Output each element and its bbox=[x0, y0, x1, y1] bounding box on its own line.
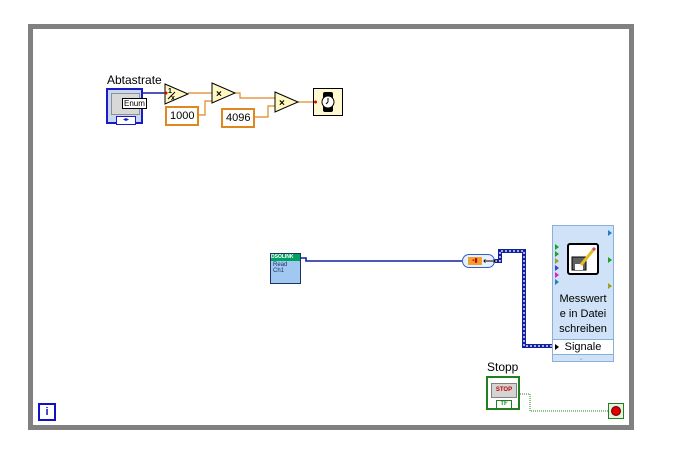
stop-button-face: STOP bbox=[491, 383, 517, 398]
dsolink-header: DSOLINK bbox=[271, 254, 300, 261]
express-vi-title: Messwert e in Datei schreiben bbox=[559, 293, 607, 335]
input-terminal-icon bbox=[555, 272, 559, 278]
abtastrate-label: Abtastrate bbox=[107, 73, 162, 87]
stopp-label: Stopp bbox=[487, 360, 519, 374]
enum-text: Enum bbox=[122, 98, 147, 109]
output-terminal-icon bbox=[608, 283, 612, 289]
output-terminal-icon bbox=[608, 257, 612, 263]
wire-daq-data[interactable] bbox=[301, 257, 462, 262]
signale-input-terminal[interactable]: Signale bbox=[553, 339, 613, 355]
svg-text:×: × bbox=[279, 98, 285, 109]
constant-4096[interactable]: 4096 bbox=[221, 108, 256, 128]
while-loop-frame-left[interactable] bbox=[28, 24, 33, 430]
enum-arrows-icon: ◂▸ bbox=[116, 116, 136, 125]
while-loop-frame-right[interactable] bbox=[629, 24, 634, 430]
input-terminal-icon bbox=[555, 265, 559, 271]
expand-chevron-icon[interactable]: ⌄ bbox=[578, 355, 584, 362]
wait-ms-timer-node[interactable] bbox=[313, 88, 343, 116]
write-file-icon bbox=[567, 243, 599, 275]
write-to-file-express-vi[interactable]: Messwert e in Datei schreiben Signale ⌄ bbox=[552, 225, 614, 362]
reciprocal-node[interactable]: 1 x bbox=[164, 83, 190, 105]
wire-1000[interactable] bbox=[197, 100, 212, 116]
boolean-type-badge: TF bbox=[496, 400, 512, 409]
wire-stop[interactable] bbox=[520, 393, 608, 412]
input-terminal-icon bbox=[555, 244, 559, 250]
multiply-node-2[interactable]: × bbox=[274, 91, 300, 113]
constant-1000[interactable]: 1000 bbox=[165, 106, 200, 126]
convert-arrow-icon: ⟷ bbox=[483, 256, 496, 266]
svg-text:×: × bbox=[216, 89, 222, 100]
while-loop-frame-top[interactable] bbox=[28, 24, 634, 29]
convert-icon: ▪▮ bbox=[468, 257, 482, 265]
output-terminal-icon bbox=[608, 230, 612, 236]
svg-text:x: x bbox=[171, 95, 175, 102]
input-terminal-icon bbox=[555, 258, 559, 264]
wire-4096[interactable] bbox=[253, 105, 275, 118]
convert-to-dynamic-data-node[interactable]: ▪▮ ⟷ bbox=[462, 254, 496, 268]
wristwatch-icon bbox=[314, 92, 335, 112]
input-arrow-icon bbox=[555, 344, 559, 350]
dsolink-read-ch1-node[interactable]: DSOLINK Read Ch1 bbox=[270, 253, 301, 284]
input-terminal-icon bbox=[555, 279, 559, 285]
abtastrate-enum-control[interactable]: Enum ◂▸ bbox=[106, 88, 147, 125]
iteration-terminal[interactable]: i bbox=[38, 403, 56, 421]
while-loop-frame-bottom[interactable] bbox=[28, 425, 634, 430]
input-terminal-icon bbox=[555, 251, 559, 257]
dsolink-text: Read Ch1 bbox=[273, 262, 288, 274]
multiply-node-1[interactable]: × bbox=[211, 82, 237, 104]
stop-button-terminal[interactable]: STOP TF bbox=[486, 376, 520, 410]
wire-mul1-out[interactable] bbox=[234, 92, 275, 99]
stop-sign-icon bbox=[611, 406, 621, 416]
loop-condition-stop-if-true[interactable] bbox=[608, 403, 624, 419]
svg-text:1: 1 bbox=[168, 88, 172, 95]
